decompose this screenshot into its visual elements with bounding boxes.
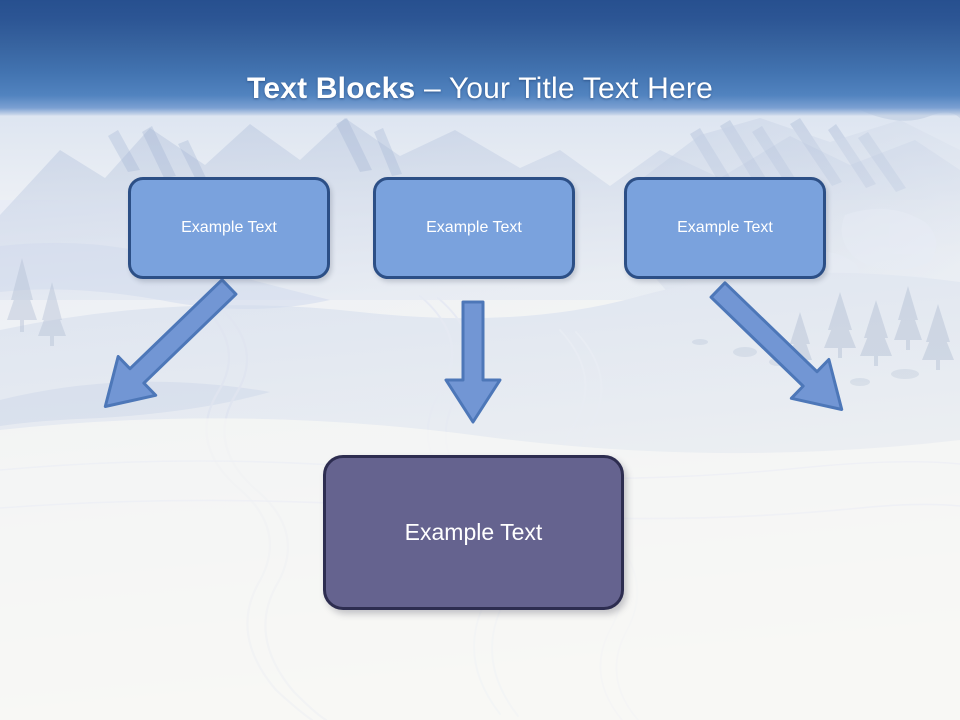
text-block-summary-label: Example Text <box>404 519 543 545</box>
text-block-2[interactable]: Example Text <box>373 177 575 279</box>
text-block-3[interactable]: Example Text <box>624 177 826 279</box>
text-block-2-label: Example Text <box>426 219 522 236</box>
text-block-1[interactable]: Example Text <box>128 177 330 279</box>
text-block-1-label: Example Text <box>181 219 277 236</box>
page-title-regular: – Your Title Text Here <box>423 72 713 106</box>
page-title: Text Blocks – Your Title Text Here <box>0 70 960 108</box>
text-block-summary[interactable]: Example Text <box>323 455 624 610</box>
text-block-3-label: Example Text <box>677 219 773 236</box>
title-band <box>0 0 960 116</box>
page-title-bold: Text Blocks <box>247 72 424 106</box>
